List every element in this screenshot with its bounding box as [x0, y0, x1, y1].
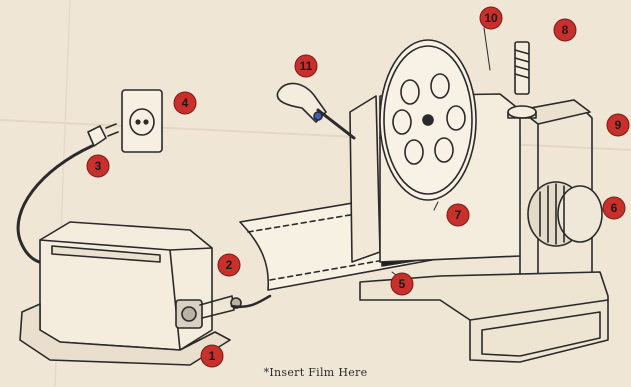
callout-circle — [446, 203, 470, 227]
callout-markers: 1 2 3 4 5 6 7 8 9 10 11 — [86, 6, 630, 368]
callout-number: 11 — [300, 59, 313, 73]
callout-3: 3 — [86, 154, 110, 178]
film-reel — [379, 39, 477, 201]
callout-11: 11 — [294, 54, 318, 78]
callout-9: 9 — [606, 113, 630, 137]
wall-outlet — [121, 89, 163, 153]
callout-number: 7 — [455, 208, 462, 222]
callout-circle — [200, 344, 224, 368]
insert-film-caption: *Insert Film Here — [263, 366, 368, 379]
callout-6: 6 — [602, 196, 626, 220]
callout-number: 8 — [562, 23, 569, 37]
crank-handle — [276, 82, 356, 140]
power-plug — [87, 123, 119, 147]
callout-number: 9 — [615, 118, 622, 132]
callout-circle — [479, 6, 503, 30]
callout-number: 4 — [182, 96, 189, 110]
transformer-cable — [230, 294, 272, 309]
callout-number: 2 — [226, 258, 233, 272]
callout-circle — [217, 253, 241, 277]
callout-circle — [390, 272, 414, 296]
paper-fold — [0, 119, 631, 151]
callout-8: 8 — [553, 18, 577, 42]
callout-number: 1 — [209, 349, 216, 363]
callout-5: 5 — [390, 272, 414, 296]
callout-2: 2 — [217, 253, 241, 277]
callout-number: 5 — [399, 277, 406, 291]
callout-number: 10 — [484, 11, 498, 25]
callout-7: 7 — [446, 203, 470, 227]
transformer-box — [19, 221, 231, 366]
callout-4: 4 — [173, 91, 197, 115]
callout-1: 1 — [200, 344, 224, 368]
callout-number: 3 — [95, 159, 102, 173]
callout-circle — [173, 91, 197, 115]
callout-circle — [86, 154, 110, 178]
callout-circle — [606, 113, 630, 137]
callout-number: 6 — [611, 201, 618, 215]
lamp-post — [507, 41, 537, 119]
callout-10: 10 — [479, 6, 503, 30]
lens-knob — [527, 181, 603, 247]
callout-circle — [294, 54, 318, 78]
callout-circle — [602, 196, 626, 220]
callout-circle — [553, 18, 577, 42]
